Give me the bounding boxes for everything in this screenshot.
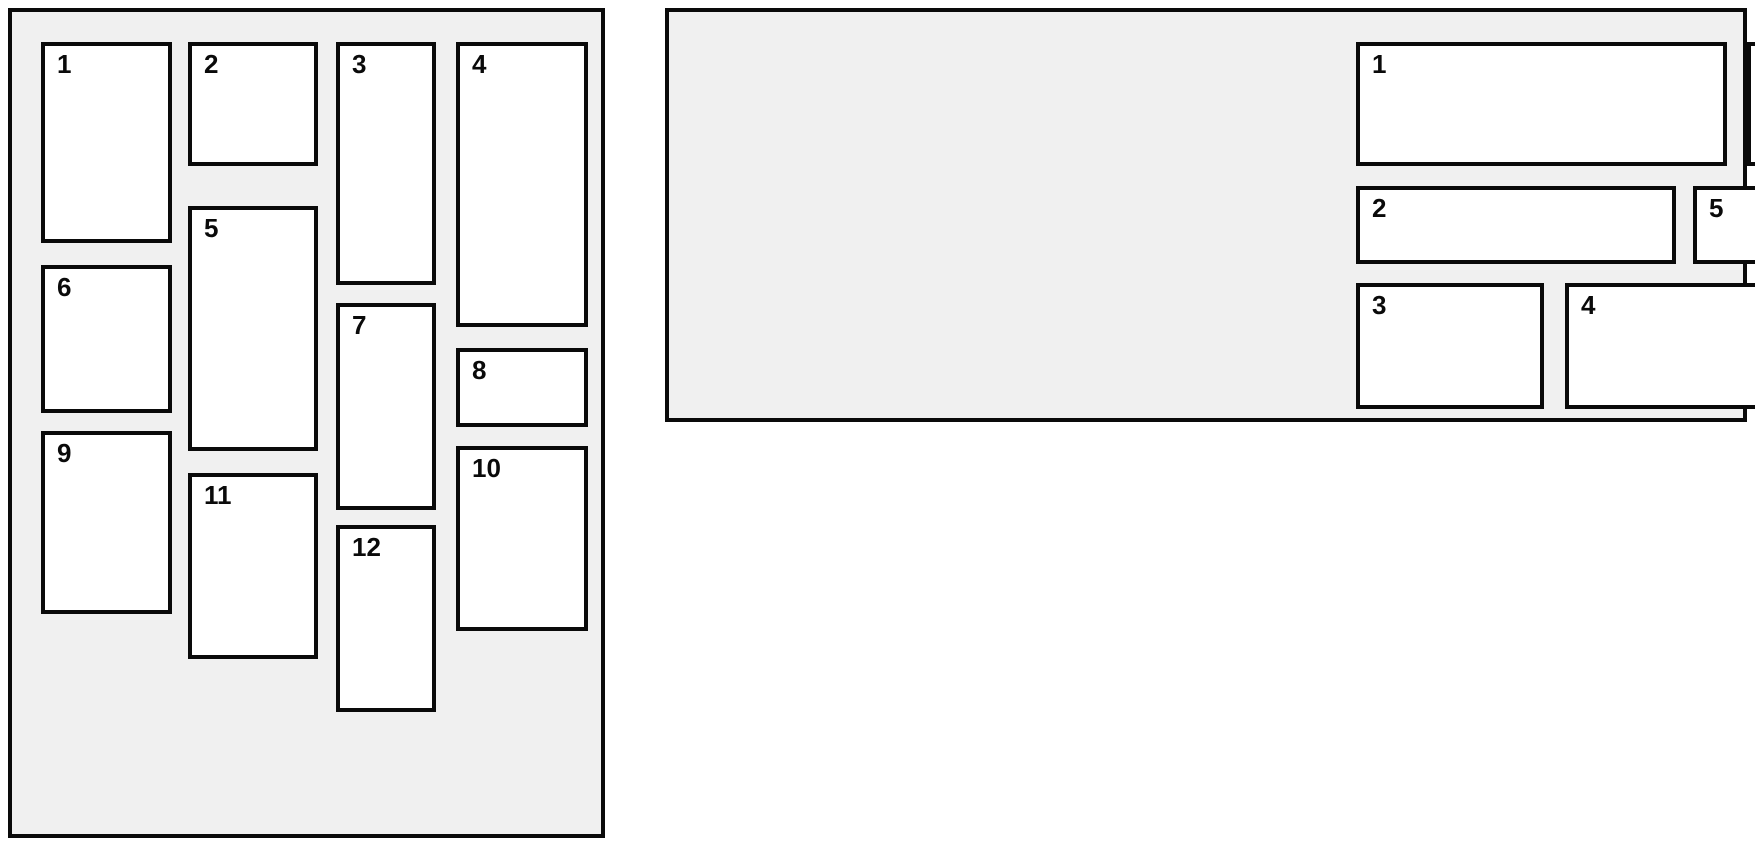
right-box-4[interactable]: 4 <box>1565 283 1755 409</box>
right-box-3-label: 3 <box>1372 290 1387 320</box>
left-layout-panel: 1 2 3 4 5 6 7 8 9 10 11 <box>8 8 605 838</box>
left-box-4-label: 4 <box>472 49 487 79</box>
right-box-2[interactable]: 2 <box>1356 186 1676 264</box>
left-box-8-label: 8 <box>472 355 487 385</box>
left-box-11-label: 11 <box>204 480 232 510</box>
right-box-1[interactable]: 1 <box>1356 42 1727 166</box>
left-box-10-label: 10 <box>472 453 501 483</box>
left-box-4[interactable]: 4 <box>456 42 588 327</box>
left-box-3[interactable]: 3 <box>336 42 436 285</box>
right-box-5[interactable]: 5 <box>1693 186 1755 264</box>
left-box-5-label: 5 <box>204 213 219 243</box>
left-box-8[interactable]: 8 <box>456 348 588 427</box>
left-box-6-label: 6 <box>57 272 72 302</box>
right-box-3[interactable]: 3 <box>1356 283 1544 409</box>
left-box-10[interactable]: 10 <box>456 446 588 631</box>
left-box-12-label: 12 <box>352 532 381 562</box>
left-box-7-label: 7 <box>352 310 367 340</box>
right-box-1-label: 1 <box>1372 49 1387 79</box>
right-box-2-label: 2 <box>1372 193 1387 223</box>
left-box-3-label: 3 <box>352 49 367 79</box>
left-box-1[interactable]: 1 <box>41 42 172 243</box>
left-box-1-label: 1 <box>57 49 72 79</box>
left-box-2-label: 2 <box>204 49 219 79</box>
right-box-5-label: 5 <box>1709 193 1724 223</box>
left-box-2[interactable]: 2 <box>188 42 318 166</box>
left-box-9[interactable]: 9 <box>41 431 172 614</box>
left-box-7[interactable]: 7 <box>336 303 436 510</box>
right-layout-panel: 1 6 7 2 5 9 3 4 8 <box>665 8 1755 422</box>
left-box-11[interactable]: 11 <box>188 473 318 659</box>
right-box-6[interactable]: 6 <box>1747 42 1755 166</box>
left-box-6[interactable]: 6 <box>41 265 172 413</box>
left-box-12[interactable]: 12 <box>336 525 436 712</box>
left-box-5[interactable]: 5 <box>188 206 318 451</box>
right-box-4-label: 4 <box>1581 290 1596 320</box>
left-box-9-label: 9 <box>57 438 72 468</box>
